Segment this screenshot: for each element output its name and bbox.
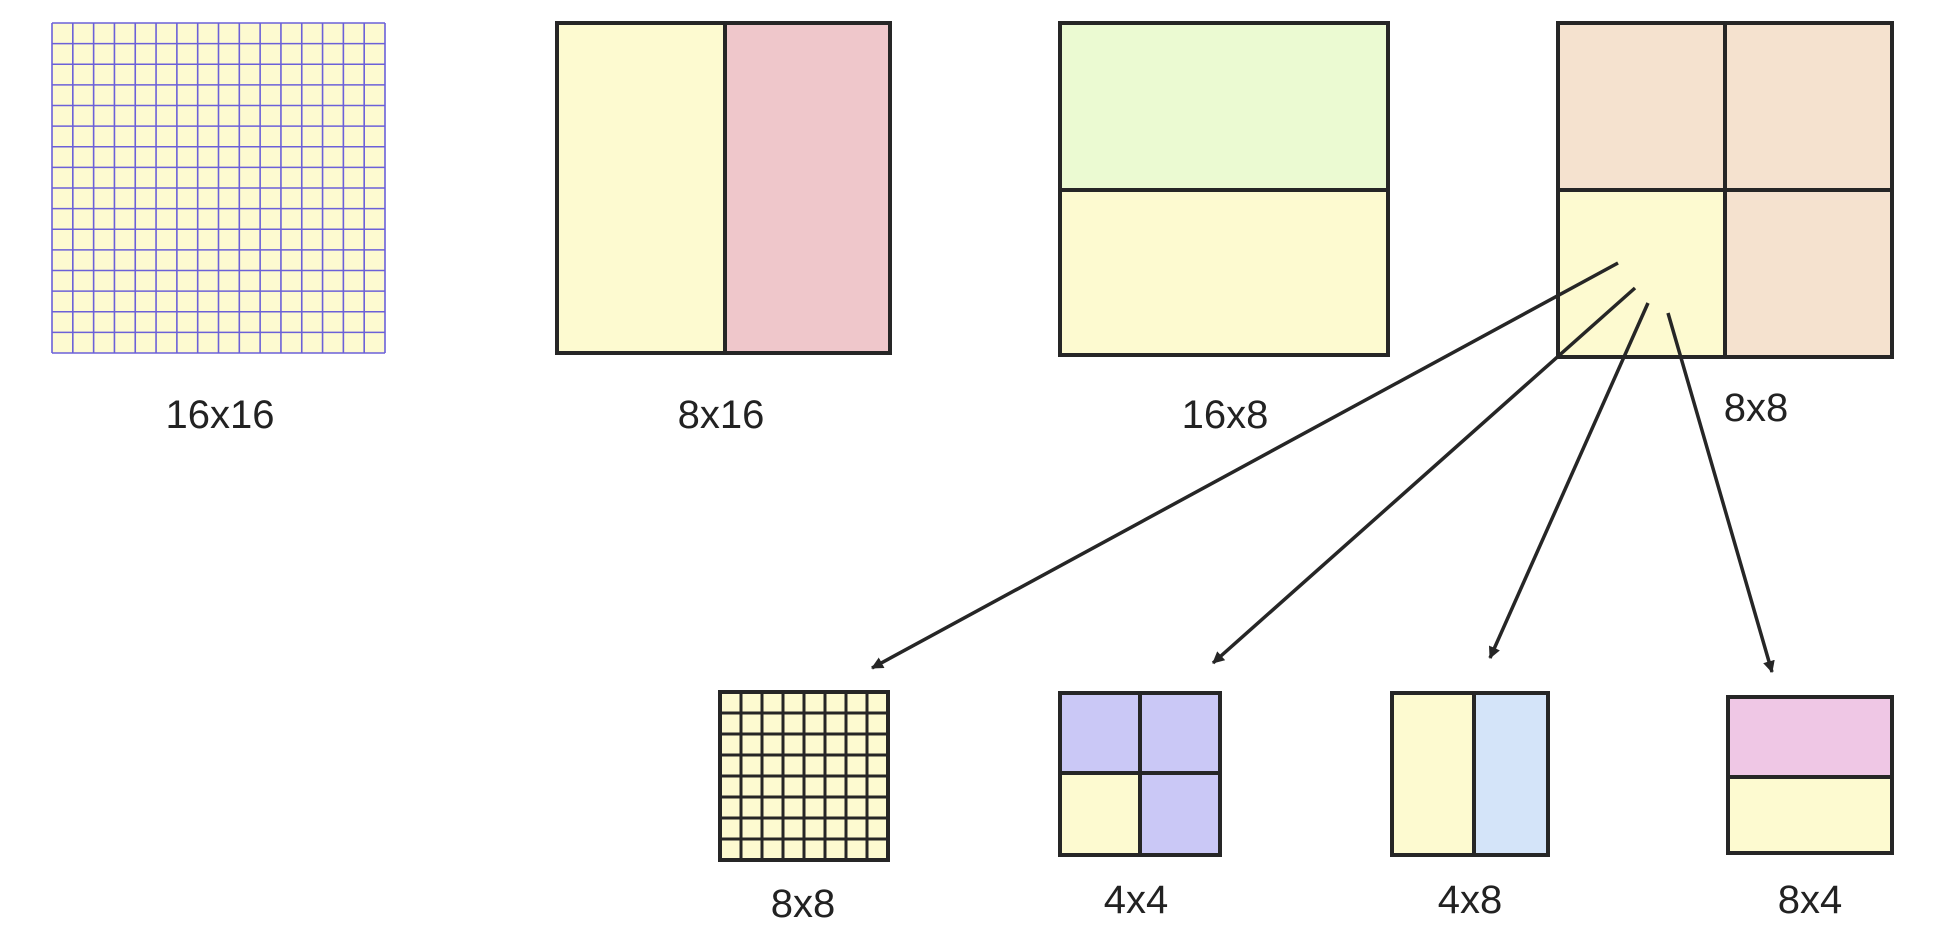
sub-4x4-bottom-left <box>1060 773 1140 855</box>
block-8x16-right-half <box>725 23 890 353</box>
sub-8x4-top-half <box>1728 697 1892 777</box>
block-8x16-left-half <box>557 23 725 353</box>
block-8x8-quad-split <box>1556 21 1894 359</box>
label-8x16: 8x16 <box>677 393 765 437</box>
label-8x8-top: 8x8 <box>1723 386 1789 430</box>
block-16x16-grid <box>51 22 386 354</box>
sub-4x4-top-right <box>1140 693 1220 773</box>
label-8x4: 8x4 <box>1777 878 1843 922</box>
arrow-to-8x8 <box>871 261 1619 670</box>
arrow-to-4x4 <box>1211 286 1637 665</box>
sub-8x8-grid <box>718 690 890 862</box>
quad-top-left <box>1558 23 1725 190</box>
label-4x8: 4x8 <box>1437 878 1503 922</box>
block-16x16-gridlines <box>51 22 386 354</box>
sub-4x4-bottom-right <box>1140 773 1220 855</box>
sub-8x4-split <box>1726 695 1894 855</box>
label-16x16: 16x16 <box>165 393 275 437</box>
arrow-to-4x8 <box>1488 302 1650 659</box>
arrows <box>871 261 1775 673</box>
sub-8x8-border <box>718 690 890 862</box>
sub-4x8-split <box>1390 691 1550 857</box>
sub-8x4-bottom-half <box>1728 777 1892 853</box>
block-16x8-split <box>1058 21 1390 357</box>
sub-4x8-left-half <box>1392 693 1474 855</box>
sub-4x8-border <box>1390 691 1550 857</box>
block-16x8-bottom-half <box>1060 190 1388 355</box>
label-16x8: 16x8 <box>1181 393 1269 437</box>
label-8x8-bottom: 8x8 <box>770 882 836 926</box>
block-16x8-top-half <box>1060 23 1388 190</box>
arrow-to-8x4 <box>1666 312 1775 673</box>
block-8x16-split <box>555 21 892 355</box>
quad-top-right <box>1725 23 1892 190</box>
quad-bottom-left <box>1558 190 1725 357</box>
label-4x4: 4x4 <box>1103 878 1169 922</box>
sub-4x4-top-left <box>1060 693 1140 773</box>
quad-bottom-right <box>1725 190 1892 357</box>
sub-4x4-quad <box>1058 691 1222 857</box>
sub-4x8-right-half <box>1474 693 1548 855</box>
